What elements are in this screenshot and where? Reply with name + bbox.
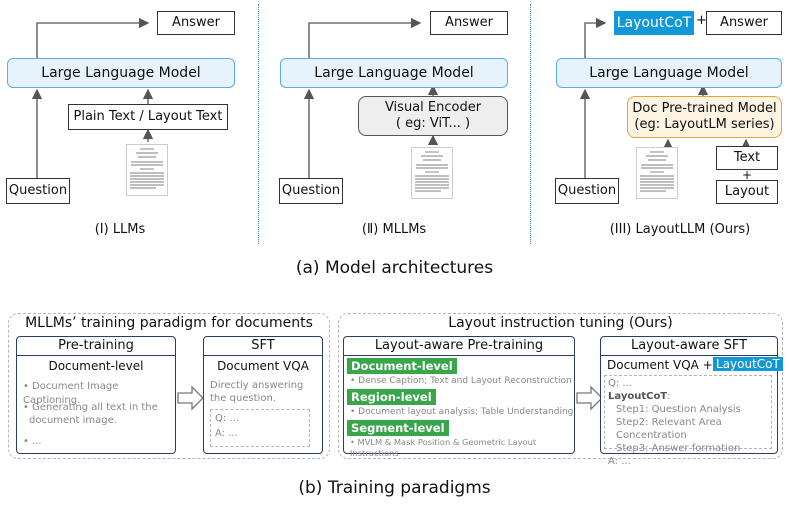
layout-sft-subtitle: Document VQA +	[607, 358, 713, 372]
layout-sft-head: Layout-aware SFT	[601, 337, 777, 356]
segment-level-tag: Segment-level	[347, 420, 449, 436]
column-separator-1	[258, 4, 259, 244]
sft-head: SFT	[204, 337, 322, 356]
layout-sft-cot-label: LayoutCoT	[608, 391, 668, 402]
pretraining-item-3: • ...	[23, 436, 42, 447]
col3-caption: (III) LayoutLLM (Ours)	[609, 222, 751, 237]
layout-sft-step2: Step2: Relevant Area Concentration	[616, 417, 722, 441]
layout-pretraining-panel: Layout-aware Pre-training Document-level…	[343, 336, 575, 458]
col2-question-box: Question	[279, 178, 343, 204]
col3-layout-box: Layout	[716, 180, 778, 204]
col1-question-box: Question	[6, 178, 70, 204]
col3-llm-box: Large Language Model	[556, 58, 782, 88]
sft-subtitle: Document VQA	[217, 359, 309, 373]
pretraining-panel: Pre-training Document-level • Document I…	[16, 336, 176, 454]
column-separator-2	[530, 4, 531, 244]
pretraining-head: Pre-training	[17, 337, 175, 356]
layout-sft-qa-box: Q: ... LayoutCoT: Step1: Question Analys…	[604, 375, 772, 467]
document-level-tag: Document-level	[347, 358, 457, 374]
left-group-box	[8, 313, 330, 459]
sft-q: Q: ...	[215, 413, 239, 424]
col2-llm-box: Large Language Model	[280, 58, 508, 88]
docpre-line1: Doc Pre-trained Model	[632, 101, 777, 117]
col3-plus: +	[696, 13, 707, 28]
layout-pretraining-head: Layout-aware Pre-training	[344, 337, 574, 356]
col2-caption: (Ⅱ) MLLMs	[361, 222, 427, 237]
left-group-title: MLLMs’ training paradigm for documents	[25, 315, 313, 331]
right-group-box	[338, 313, 783, 459]
part-b-title: (b) Training paradigms	[298, 478, 491, 498]
document-image-icon	[126, 144, 168, 196]
col3-layoutcot-box: LayoutCoT	[614, 11, 694, 35]
pretraining-subtitle: Document-level	[48, 359, 144, 373]
col1-llm-box: Large Language Model	[7, 58, 235, 88]
col3-answer-box: Answer	[706, 11, 782, 35]
layout-sft-cot-colon: :	[667, 391, 671, 402]
document-level-item: • Dense Caption; Text and Layout Reconst…	[350, 376, 572, 386]
layout-sft-layoutcot-tag: LayoutCoT	[713, 357, 783, 371]
col3-plus2: +	[742, 168, 753, 182]
col3-text-box: Text	[716, 146, 778, 170]
col1-answer-box: Answer	[157, 11, 235, 35]
layout-sft-a: A: ...	[608, 456, 631, 467]
pretraining-item-2b: document image.	[29, 415, 117, 426]
document-image-icon	[636, 147, 678, 199]
encoder-line1: Visual Encoder	[384, 100, 482, 116]
sft-panel: SFT Document VQA Directly answering the …	[203, 336, 323, 454]
col3-doc-pretrained-box: Doc Pre-trained Model (eg: LayoutLM seri…	[627, 96, 782, 138]
segment-level-item: • MVLM & Mask Position & Geometric Layou…	[350, 437, 537, 459]
layout-sft-step3: Step3: Answer formation	[616, 443, 741, 454]
layout-sft-panel: Layout-aware SFT Document VQA + LayoutCo…	[600, 336, 783, 467]
sft-qa-box: Q: ... A: ...	[210, 409, 310, 447]
col2-visual-encoder-box: Visual Encoder ( eg: ViT... )	[358, 96, 508, 136]
encoder-line2: ( eg: ViT... )	[395, 116, 471, 131]
sft-desc-2: the question.	[210, 393, 276, 404]
col3-question-box: Question	[555, 178, 619, 204]
layout-sft-q: Q: ...	[608, 378, 632, 389]
document-image-icon	[411, 147, 453, 199]
sft-desc-1: Directly answering	[210, 380, 304, 391]
col1-text-box: Plain Text / Layout Text	[68, 104, 228, 130]
layout-sft-cot: LayoutCoT:	[608, 390, 768, 403]
docpre-line2: (eg: LayoutLM series)	[634, 117, 775, 132]
col1-caption: (Ⅰ) LLMs	[94, 222, 146, 237]
layout-sft-step1: Step1: Question Analysis	[616, 404, 741, 415]
region-level-item: • Document layout analysis; Table Unders…	[350, 407, 574, 417]
part-a-title: (a) Model architectures	[295, 258, 494, 278]
right-group-title: Layout instruction tuning (Ours)	[448, 315, 673, 331]
pretraining-item-1: • Document Image Captioning.	[23, 381, 119, 406]
sft-a: A: ...	[215, 427, 238, 439]
pretraining-item-2: • Generating all text in the	[23, 402, 158, 413]
region-level-tag: Region-level	[347, 389, 436, 405]
col2-answer-box: Answer	[430, 11, 508, 35]
